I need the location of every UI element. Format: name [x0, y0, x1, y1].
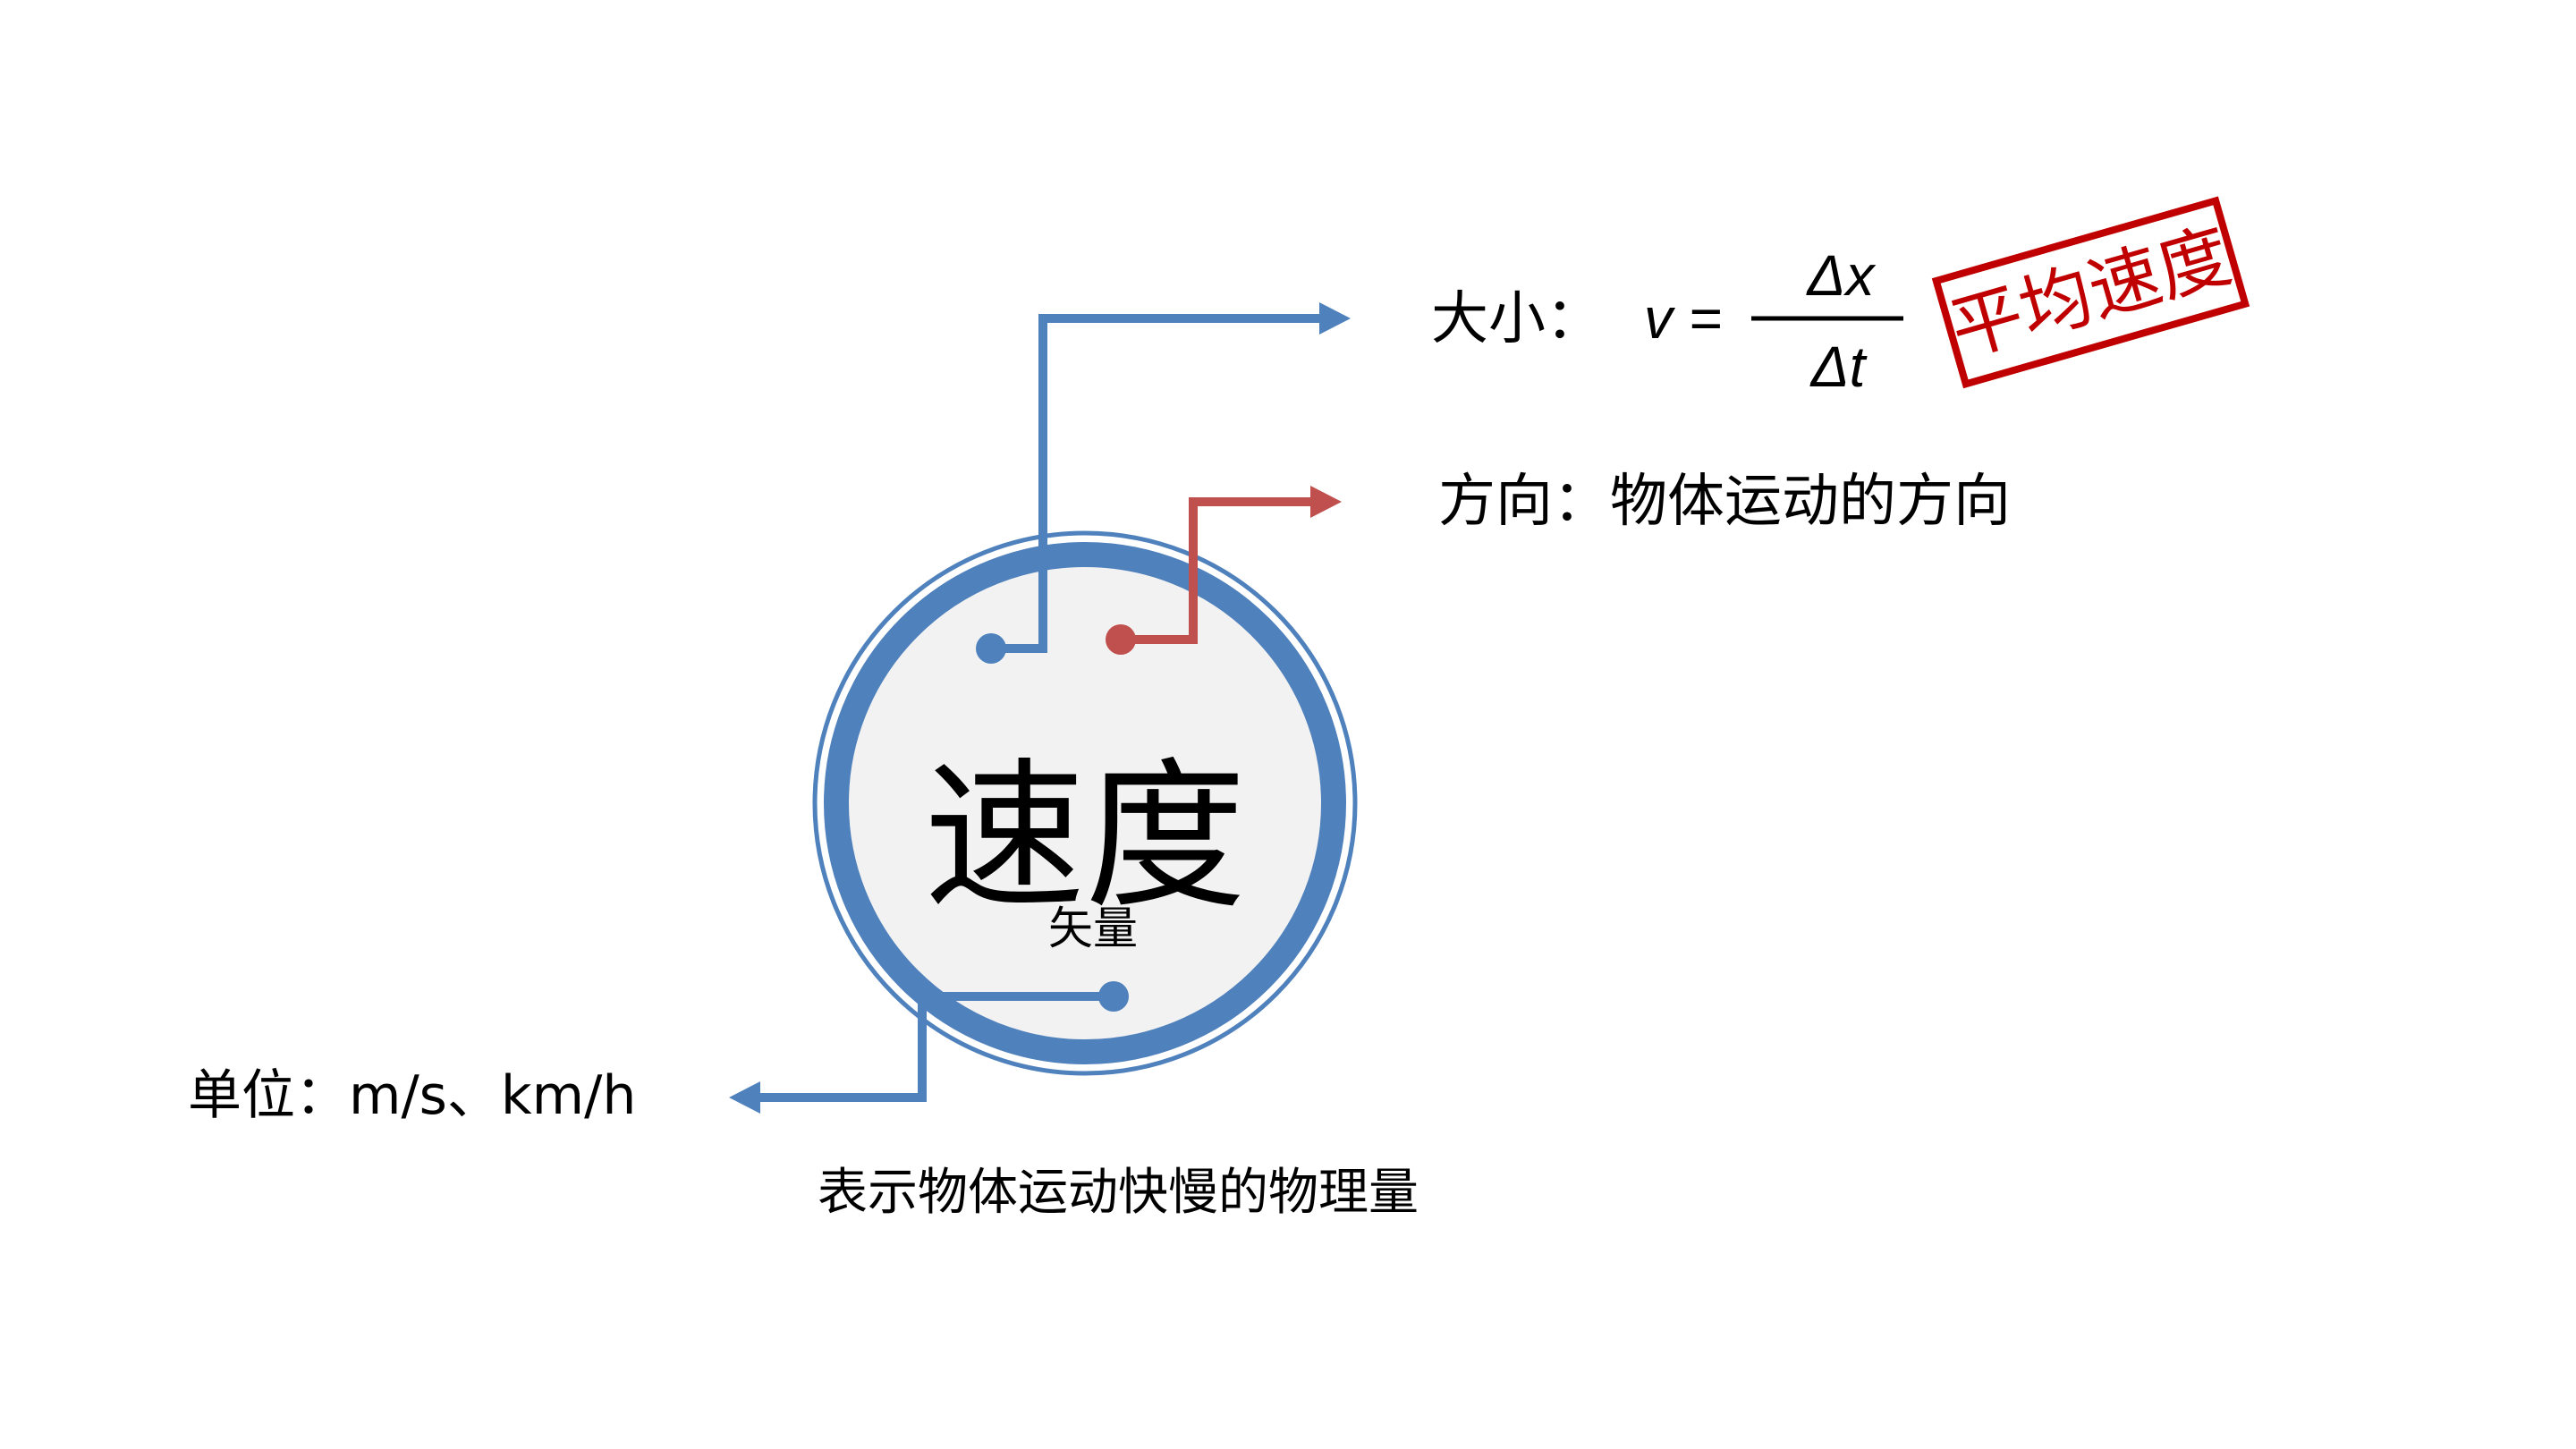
- magnitude-formula: 大小： v = Δx Δt: [1431, 243, 1903, 399]
- direction-connector-line: [1121, 497, 1310, 644]
- outer-ring: [812, 530, 1358, 1076]
- magnitude-connector-line: [991, 314, 1319, 653]
- center-title: 速度: [924, 744, 1246, 931]
- formula-numerator: Δx: [1806, 243, 1877, 308]
- unit-connector-dot: [1098, 981, 1129, 1012]
- definition-text: 表示物体运动快慢的物理量: [818, 1164, 1419, 1222]
- magnitude-connector-dot: [976, 633, 1006, 664]
- magnitude-label: 大小：: [1431, 286, 1603, 352]
- direction-text: 方向：物体运动的方向: [1438, 469, 2011, 535]
- center-subtitle: 矢量: [1048, 902, 1138, 954]
- unit-text: 单位：m/s、km/h: [188, 1064, 636, 1127]
- inner-disc: [824, 542, 1346, 1064]
- center-circle: 速度 矢量: [812, 530, 1358, 1076]
- average-velocity-stamp: 平均速度: [1931, 196, 2250, 389]
- magnitude-connector: [976, 302, 1351, 664]
- magnitude-arrow-head: [1319, 302, 1351, 335]
- direction-connector-dot: [1106, 624, 1136, 655]
- direction-connector: [1106, 486, 1342, 655]
- unit-arrow-head: [729, 1081, 760, 1114]
- formula-lhs: v =: [1644, 286, 1722, 351]
- unit-connector-line: [760, 992, 1114, 1102]
- stamp-border: [1931, 196, 2250, 389]
- direction-arrow-head: [1310, 486, 1342, 518]
- unit-connector: [729, 981, 1129, 1114]
- formula-denominator: Δt: [1809, 335, 1868, 399]
